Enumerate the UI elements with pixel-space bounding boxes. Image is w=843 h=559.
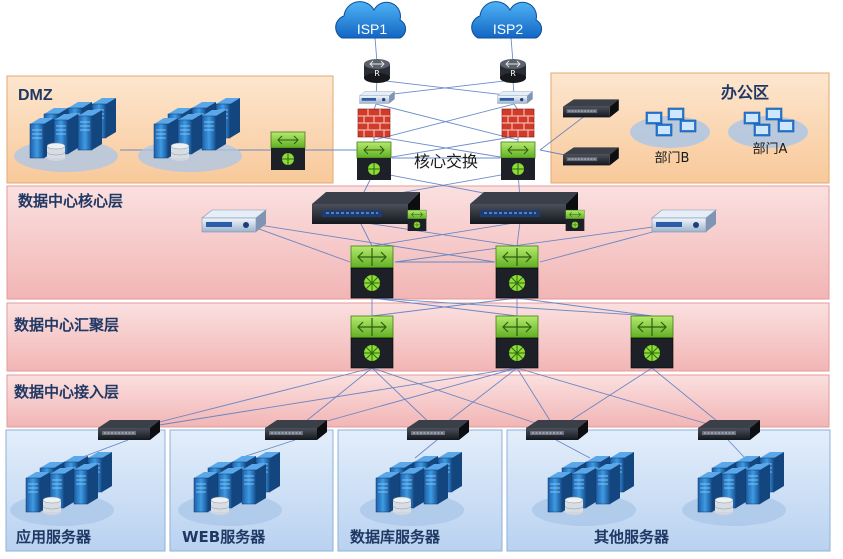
office-label: 办公区 (721, 83, 769, 102)
core-switch-2-icon (495, 245, 539, 299)
access-switch-3-icon (406, 419, 470, 441)
core-appliance-2-icon (469, 191, 579, 225)
access-switch-2-icon (264, 419, 328, 441)
agg-switch-1-icon (350, 315, 394, 369)
access-switch-1-icon (97, 419, 161, 441)
core-appliance-1-icon (311, 191, 421, 225)
dept-a-label: 部门A (753, 142, 788, 157)
dc-agg-label: 数据中心汇聚层 (14, 316, 119, 334)
firewall-2-icon (501, 108, 535, 138)
core-silver-appliance-right-icon (651, 209, 717, 233)
core-switch-1-icon (350, 245, 394, 299)
isp1-label: ISP1 (357, 21, 388, 37)
isp2-label: ISP2 (493, 21, 524, 37)
dmz-switch-icon (270, 131, 306, 171)
core-exchange-switch-1-icon (356, 141, 392, 181)
core-firewall-module-2-icon (565, 209, 585, 232)
core-switch-label: 核心交换 (414, 152, 478, 171)
core-exchange-switch-2-icon (500, 141, 536, 181)
router-1-label: R (374, 69, 380, 78)
edge-appliance-2-icon (497, 91, 533, 104)
access-switch-5-icon (697, 419, 761, 441)
dc-agg-zone (6, 302, 830, 372)
dmz-label: DMZ (18, 87, 53, 104)
agg-switch-3-icon (630, 315, 674, 369)
dept-b-label: 部门B (655, 151, 690, 166)
agg-switch-2-icon (495, 315, 539, 369)
db-server-label: 数据库服务器 (350, 528, 441, 546)
core-firewall-module-1-icon (407, 209, 427, 232)
office-switch-2-icon (562, 146, 620, 166)
office-switch-1-icon (562, 98, 620, 118)
app-server-label: 应用服务器 (16, 528, 92, 546)
dc-core-label: 数据中心核心层 (18, 192, 123, 210)
dc-access-label: 数据中心接入层 (14, 383, 119, 401)
core-silver-appliance-left-icon (201, 209, 267, 233)
edge-appliance-1-icon (359, 91, 395, 104)
firewall-1-icon (357, 108, 391, 138)
router-2-label: R (510, 69, 516, 78)
dc-access-zone (6, 374, 830, 428)
other-server-label: 其他服务器 (594, 528, 670, 546)
web-server-label: WEB服务器 (182, 528, 266, 546)
access-switch-4-icon (525, 419, 589, 441)
